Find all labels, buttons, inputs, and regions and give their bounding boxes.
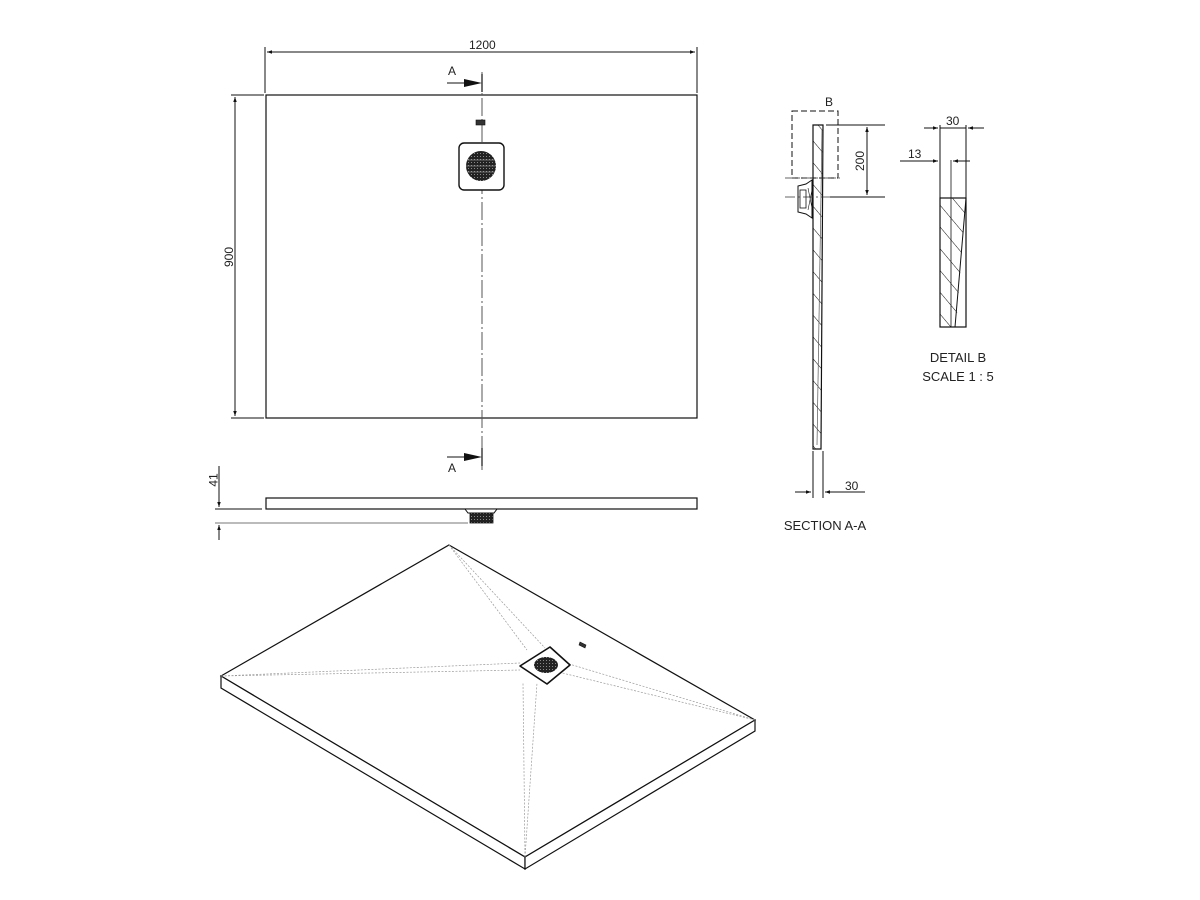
top-view bbox=[231, 47, 698, 470]
detail-b-boundary bbox=[791, 110, 839, 179]
drain-grate-icon bbox=[458, 142, 505, 191]
drain-body-icon bbox=[464, 508, 498, 524]
tray-outline-front bbox=[265, 497, 698, 510]
isometric-view bbox=[219, 544, 757, 871]
detail-inner-label: 13 bbox=[908, 147, 922, 161]
iso-overflow-slot-icon bbox=[578, 641, 587, 649]
width-dimension-label: 1200 bbox=[469, 38, 496, 52]
section-arrow-top bbox=[447, 74, 483, 92]
section-view bbox=[785, 110, 885, 498]
width-dimension bbox=[264, 47, 698, 93]
depth-dimension bbox=[231, 94, 264, 419]
drain-section-icon bbox=[797, 179, 813, 219]
drain-offset-dimension bbox=[826, 124, 885, 198]
detail-marker-b: B bbox=[825, 95, 834, 109]
front-view bbox=[215, 466, 698, 540]
iso-drain-grate-icon bbox=[519, 646, 571, 685]
detail-title: DETAIL B bbox=[929, 350, 987, 365]
thickness-dimension bbox=[795, 451, 865, 498]
detail-scale: SCALE 1 : 5 bbox=[922, 369, 994, 384]
thickness-label: 30 bbox=[845, 479, 859, 493]
section-marker-top: A bbox=[448, 64, 457, 78]
detail-overall-label: 30 bbox=[946, 114, 960, 128]
section-arrow-bottom bbox=[447, 448, 483, 466]
detail-view bbox=[900, 125, 984, 328]
overflow-slot-icon bbox=[475, 119, 486, 126]
height-dimension bbox=[215, 466, 468, 540]
drain-offset-label: 200 bbox=[853, 150, 868, 172]
height-dimension-label: 41 bbox=[206, 473, 221, 487]
depth-dimension-label: 900 bbox=[222, 246, 237, 268]
section-marker-bottom: A bbox=[448, 461, 457, 475]
section-title: SECTION A-A bbox=[783, 518, 867, 533]
